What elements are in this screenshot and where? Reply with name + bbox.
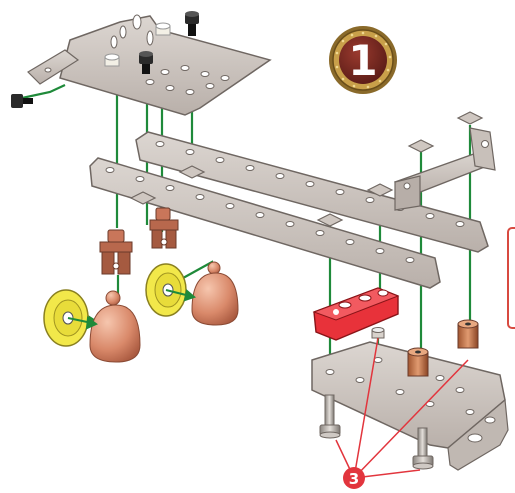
hex-bolt-icon [139,51,153,74]
assembly-arrows [67,289,196,330]
top-plate [27,14,272,116]
clamp-icon [99,229,133,275]
square-nut-icon [155,22,171,36]
hex-bolt-icon [185,11,199,36]
hex-bolt-icon [11,94,33,108]
middle-strip [89,157,441,289]
callout-badge: 3 [343,467,365,489]
clamp-icon [149,207,179,249]
spacer-icon [457,319,479,349]
square-nut-icon [129,111,484,227]
right-edge-frame [507,227,515,329]
angle-bracket [393,127,496,211]
square-nut-icon [104,53,120,67]
callout-number: 3 [349,470,359,488]
upper-strip [135,131,489,253]
wheel-icon [43,289,89,347]
hex-bolt-icon [412,427,434,470]
ball-icon [89,290,141,363]
ball-icon [191,261,239,326]
hex-bolt-icon [319,394,341,439]
step-badge: 1 [329,26,397,94]
small-nut-icon [371,327,385,339]
spacer-icon [407,347,429,377]
red-clamp-block [312,287,400,341]
step-number: 1 [348,36,377,85]
